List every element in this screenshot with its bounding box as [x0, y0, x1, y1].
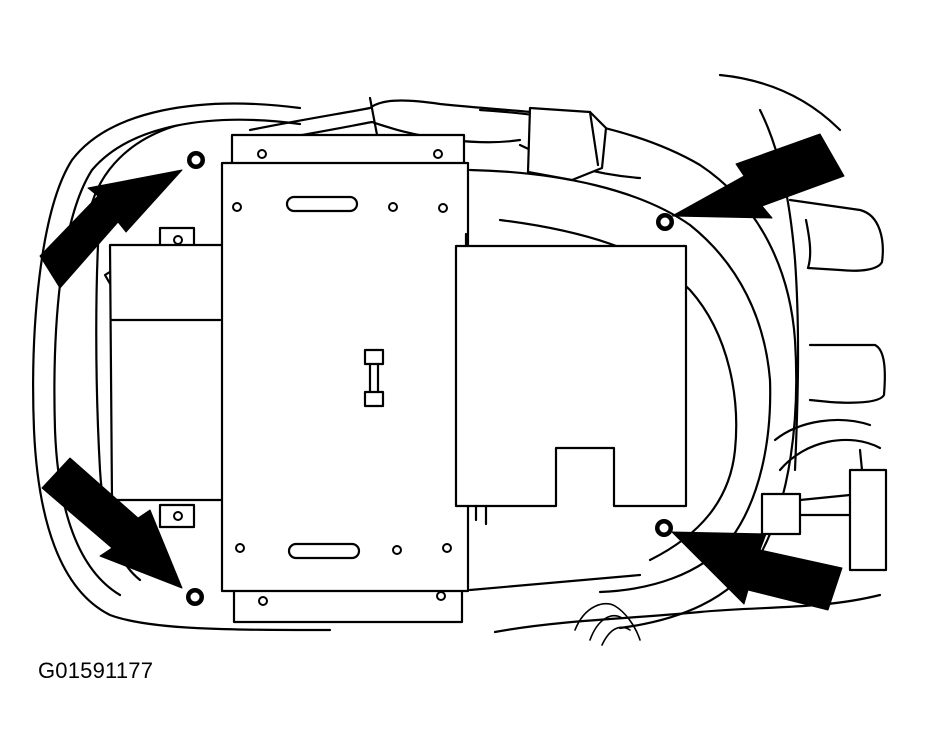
mounting-bolt-top-left: [187, 151, 205, 169]
right-module: [454, 232, 688, 526]
wiring-harness-top: [248, 96, 642, 182]
figure-code: G01591177: [38, 658, 154, 683]
lower-left-module: [108, 243, 227, 502]
mounting-bolt-bottom-right: [655, 519, 673, 537]
tray-outline: [32, 73, 882, 634]
main-module: [220, 133, 470, 624]
mounting-bolt-top-right: [656, 213, 674, 231]
arrow-bottom-right: [671, 531, 843, 611]
right-side-components: [574, 108, 888, 646]
arrow-top-right: [671, 133, 845, 219]
arrow-top-left: [39, 169, 183, 289]
arrow-bottom-left: [41, 457, 183, 589]
mounting-bolt-bottom-left: [186, 588, 204, 606]
